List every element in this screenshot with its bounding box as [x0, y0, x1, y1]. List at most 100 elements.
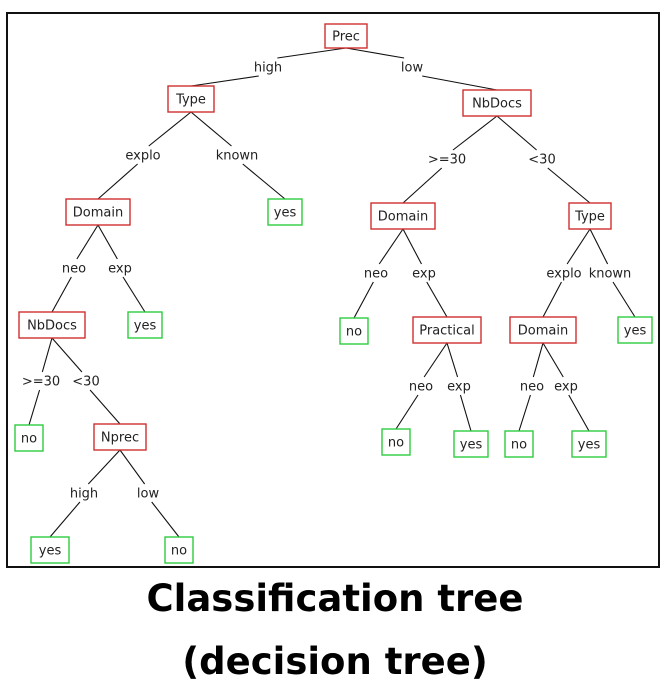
node-label: no — [388, 436, 404, 451]
node-label: Prec — [332, 30, 360, 45]
leaf-box — [381, 428, 411, 456]
edge-line — [51, 276, 72, 313]
node-label: Domain — [73, 206, 123, 221]
node-label: yes — [39, 544, 62, 559]
decision-node: Domain — [65, 198, 131, 226]
edge-label: neo — [62, 262, 86, 277]
leaf-node: yes — [30, 536, 70, 564]
edge-line — [496, 115, 537, 151]
node-label: Nprec — [101, 431, 139, 446]
edge-line — [119, 449, 146, 485]
leaf-box — [127, 311, 163, 339]
edge-label: known — [216, 149, 259, 164]
edge-line — [589, 228, 609, 265]
edge-line — [446, 342, 459, 378]
node-label: Domain — [378, 210, 428, 225]
edge-line — [76, 224, 99, 260]
caption-subtitle: (decision tree) — [182, 640, 488, 683]
edge-label: neo — [520, 380, 544, 395]
leaf-box — [267, 198, 303, 226]
edge-label: explo — [125, 149, 160, 164]
leaf-box — [571, 430, 607, 458]
node-label: yes — [274, 206, 297, 221]
node-label: Domain — [518, 324, 568, 339]
leaf-node: yes — [571, 430, 607, 458]
edge-line — [97, 224, 118, 260]
edge-label: <30 — [528, 153, 555, 168]
edge-label: <30 — [72, 375, 99, 390]
edge-line — [395, 394, 419, 430]
edge-line — [41, 337, 53, 373]
node-label: Practical — [419, 324, 475, 339]
node-label: NbDocs — [27, 319, 77, 334]
leaf-node: yes — [617, 316, 653, 344]
leaf-node: yes — [453, 430, 489, 458]
edge-line — [148, 111, 192, 147]
edge-line — [566, 228, 591, 265]
leaf-box — [504, 430, 534, 458]
decision-node: Domain — [509, 316, 577, 344]
edge-line — [378, 228, 404, 265]
edge-line — [151, 501, 180, 538]
tree-frame — [6, 12, 660, 568]
decision-box — [509, 316, 577, 344]
node-label: yes — [134, 319, 157, 334]
edge-label: high — [70, 487, 98, 502]
leaf-node: no — [381, 428, 411, 456]
decision-box — [324, 23, 368, 49]
node-label: yes — [624, 324, 647, 339]
edge-label: neo — [364, 267, 388, 282]
decision-box — [462, 89, 532, 117]
edge-line — [28, 389, 41, 426]
leaf-node: no — [504, 430, 534, 458]
edge-line — [122, 276, 146, 313]
edge-line — [190, 111, 232, 147]
edge-line — [353, 281, 374, 319]
leaf-box — [453, 430, 489, 458]
edge-line — [612, 281, 636, 318]
edge-label: >=30 — [22, 375, 60, 390]
node-label: no — [21, 432, 37, 447]
decision-box — [568, 202, 612, 230]
leaf-box — [617, 316, 653, 344]
decision-node: Domain — [370, 202, 436, 230]
node-label: Type — [175, 93, 206, 108]
edge-label: known — [589, 267, 632, 282]
edge-label: >=30 — [428, 153, 466, 168]
edge-line — [568, 394, 590, 432]
decision-node: NbDocs — [462, 89, 532, 117]
decision-node: Nprec — [93, 423, 147, 451]
decision-node: Practical — [412, 316, 482, 344]
edge-line — [542, 342, 564, 378]
node-label: NbDocs — [472, 97, 522, 112]
decision-box — [167, 85, 215, 113]
edge-line — [87, 449, 121, 485]
edge-line — [51, 337, 83, 373]
edge-line — [452, 115, 498, 151]
node-label: no — [346, 325, 362, 340]
decision-box — [65, 198, 131, 226]
leaf-box — [339, 317, 369, 345]
caption-title: Classification tree — [146, 577, 524, 620]
leaf-node: yes — [127, 311, 163, 339]
decision-node: Type — [167, 85, 215, 113]
leaf-box — [164, 536, 194, 564]
decision-box — [18, 311, 86, 339]
node-label: no — [171, 544, 187, 559]
edge-line — [532, 342, 544, 378]
node-label: yes — [578, 438, 601, 453]
edge-line — [97, 163, 138, 200]
edge-label: exp — [447, 380, 471, 395]
decision-node: Prec — [324, 23, 368, 49]
edge-line — [49, 501, 81, 538]
leaf-node: yes — [267, 198, 303, 226]
edge-label: exp — [554, 380, 578, 395]
decision-box — [412, 316, 482, 344]
edge-label: high — [254, 61, 282, 76]
edge-label: exp — [412, 267, 436, 282]
edge-line — [542, 281, 562, 318]
leaf-node: no — [339, 317, 369, 345]
edge-label: exp — [108, 262, 132, 277]
